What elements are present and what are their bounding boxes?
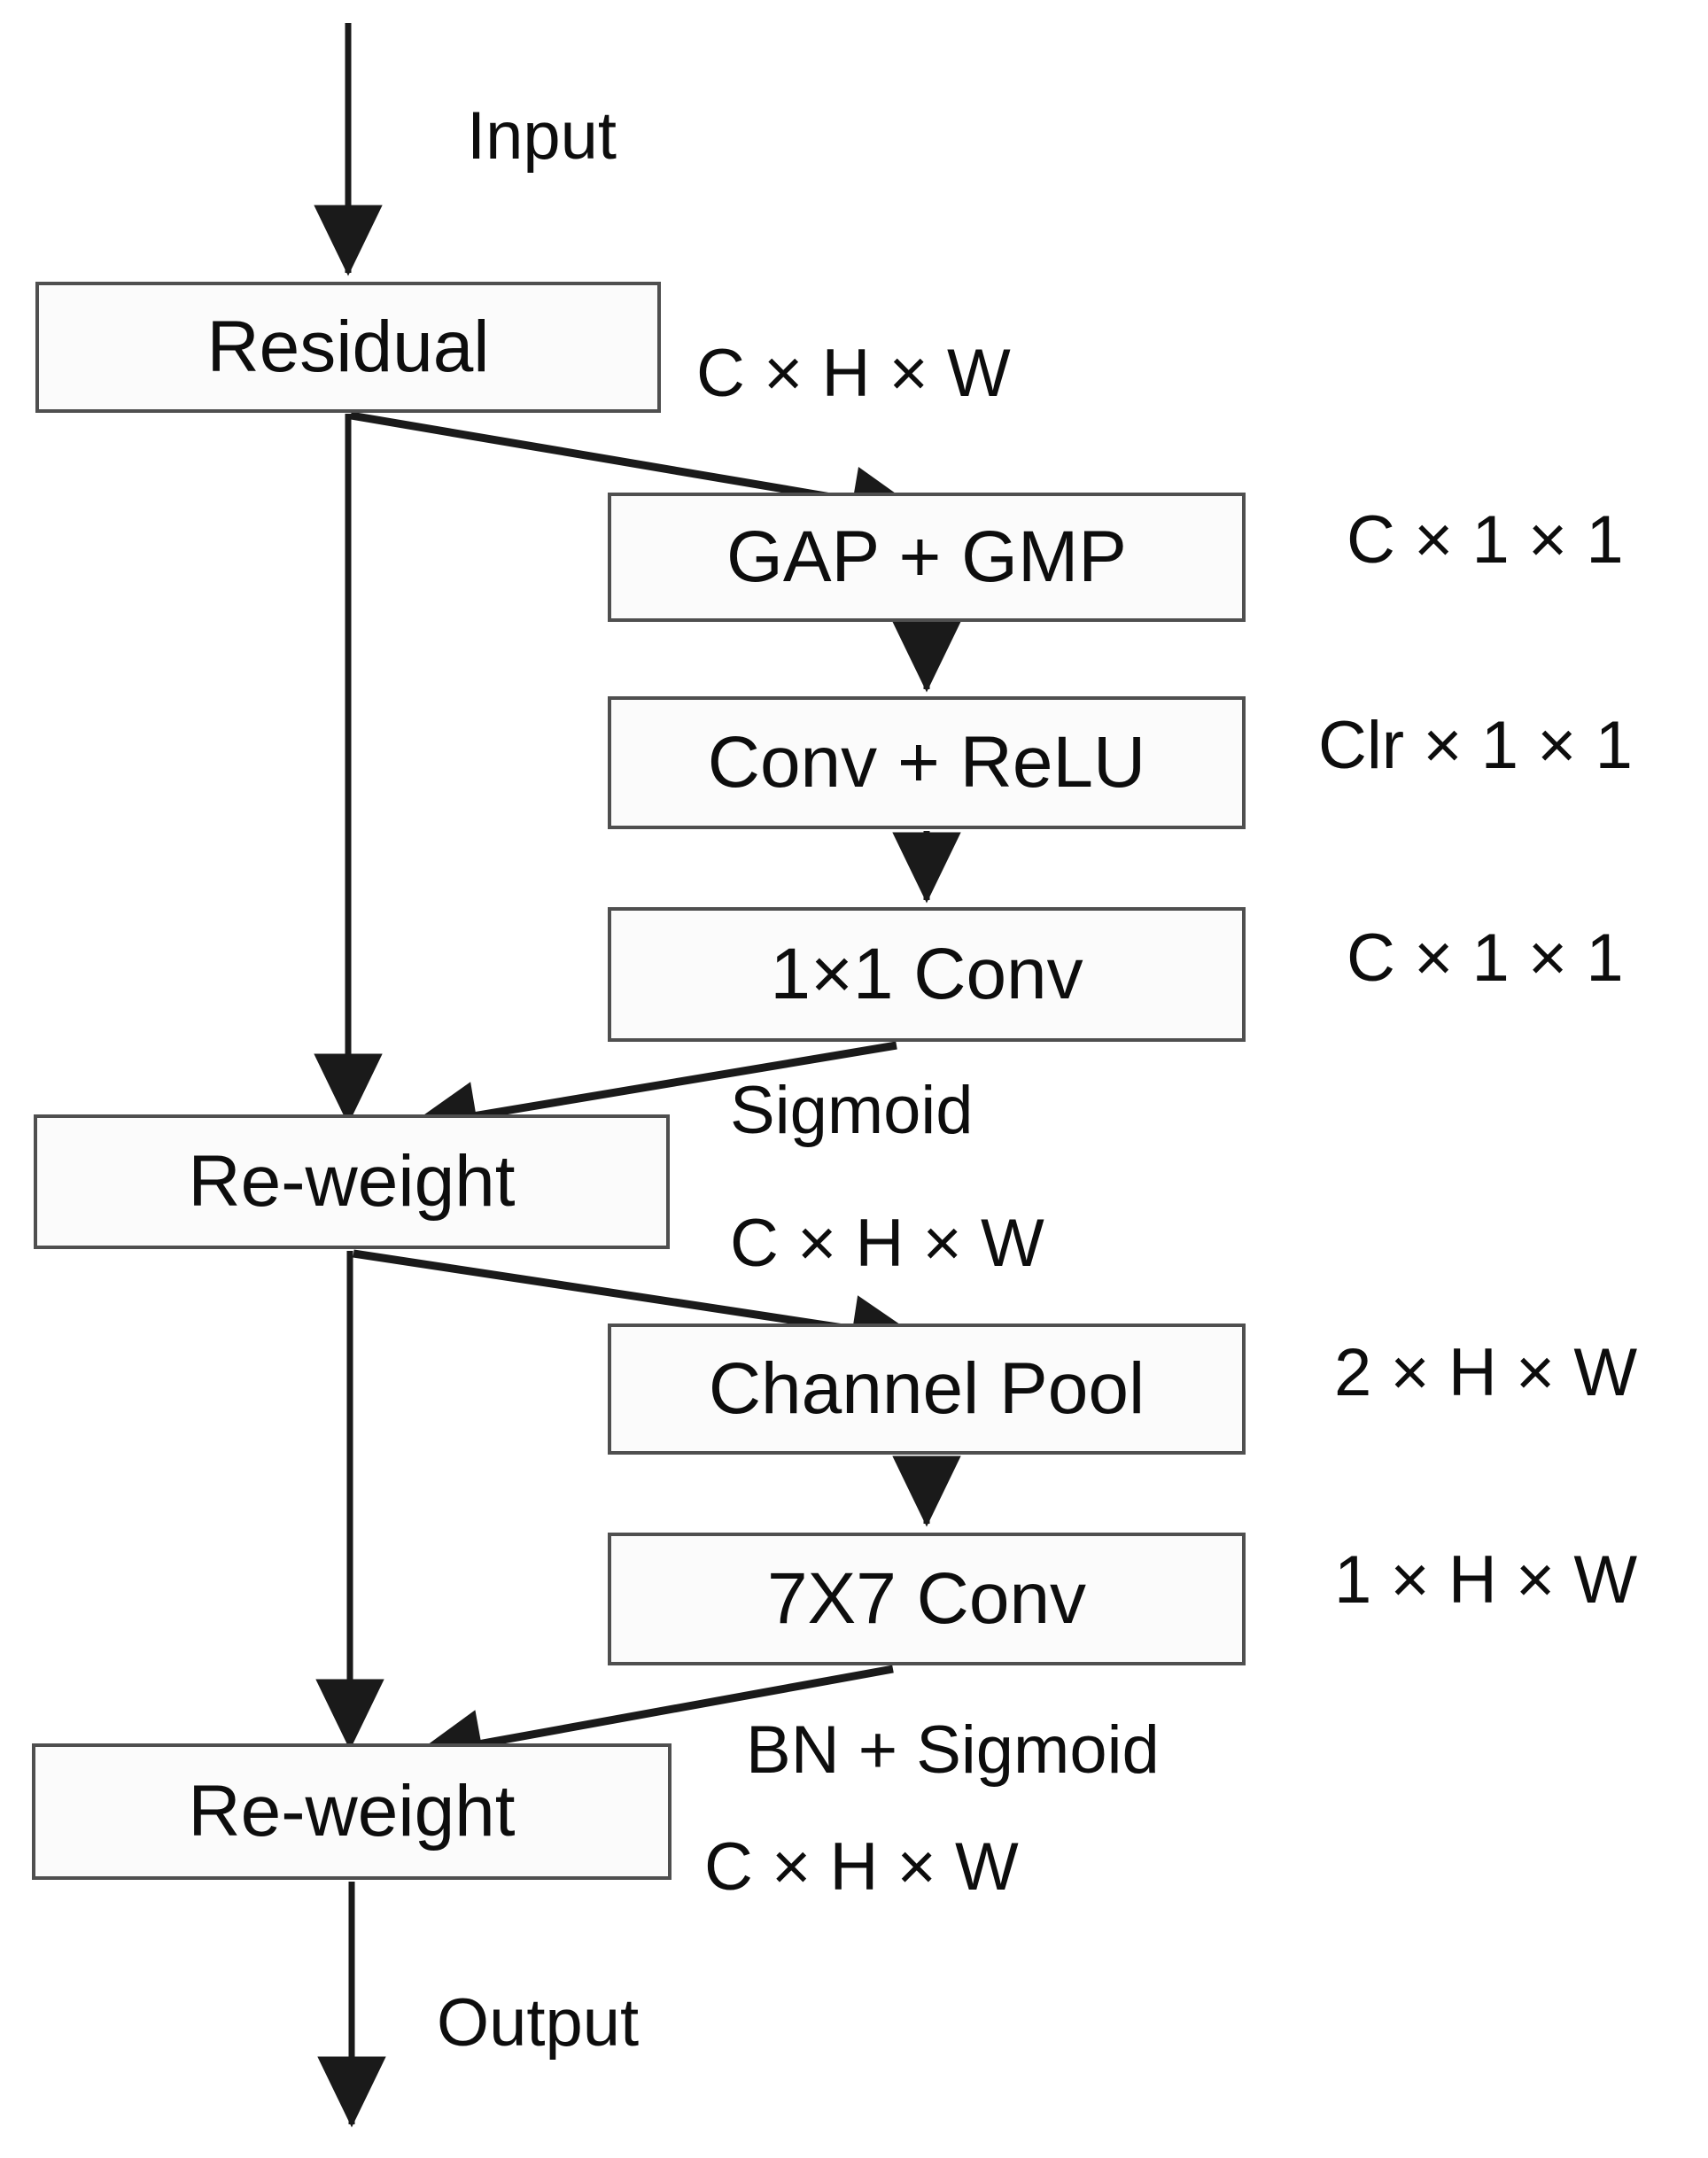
output-label: Output xyxy=(437,1985,640,2061)
dim-label-channel-pool-output: 2 × H × W xyxy=(1334,1335,1638,1410)
dim-label-conv-relu-output: Clr × 1 × 1 xyxy=(1318,708,1633,783)
node-reweight-2: Re-weight xyxy=(32,1743,672,1880)
arrow-conv7x7-to-reweight2 xyxy=(411,1665,894,1778)
dim-label-conv-1x1-output: C × 1 × 1 xyxy=(1347,920,1624,996)
node-conv-1x1: 1×1 Conv xyxy=(608,907,1246,1042)
bn-sigmoid-label: BN + Sigmoid xyxy=(746,1712,1160,1788)
node-conv-7x7: 7X7 Conv xyxy=(608,1533,1246,1665)
sigmoid-label: Sigmoid xyxy=(730,1073,974,1148)
node-residual: Residual xyxy=(35,282,661,413)
node-channel-pool: Channel Pool xyxy=(608,1324,1246,1455)
node-conv-relu: Conv + ReLU xyxy=(608,696,1246,829)
arrow-conv1x1-to-reweight1 xyxy=(406,1041,897,1150)
dim-label-residual-output: C × H × W xyxy=(696,336,1011,411)
node-reweight-1: Re-weight xyxy=(34,1114,670,1249)
dim-label-reweight2-output: C × H × W xyxy=(704,1829,1019,1905)
node-gap-gmp: GAP + GMP xyxy=(608,493,1246,622)
dim-label-reweight1-output: C × H × W xyxy=(730,1206,1044,1281)
dim-label-gap-gmp-output: C × 1 × 1 xyxy=(1347,502,1624,578)
dim-label-conv-7x7-output: 1 × H × W xyxy=(1334,1542,1638,1618)
input-label: Input xyxy=(467,98,617,174)
